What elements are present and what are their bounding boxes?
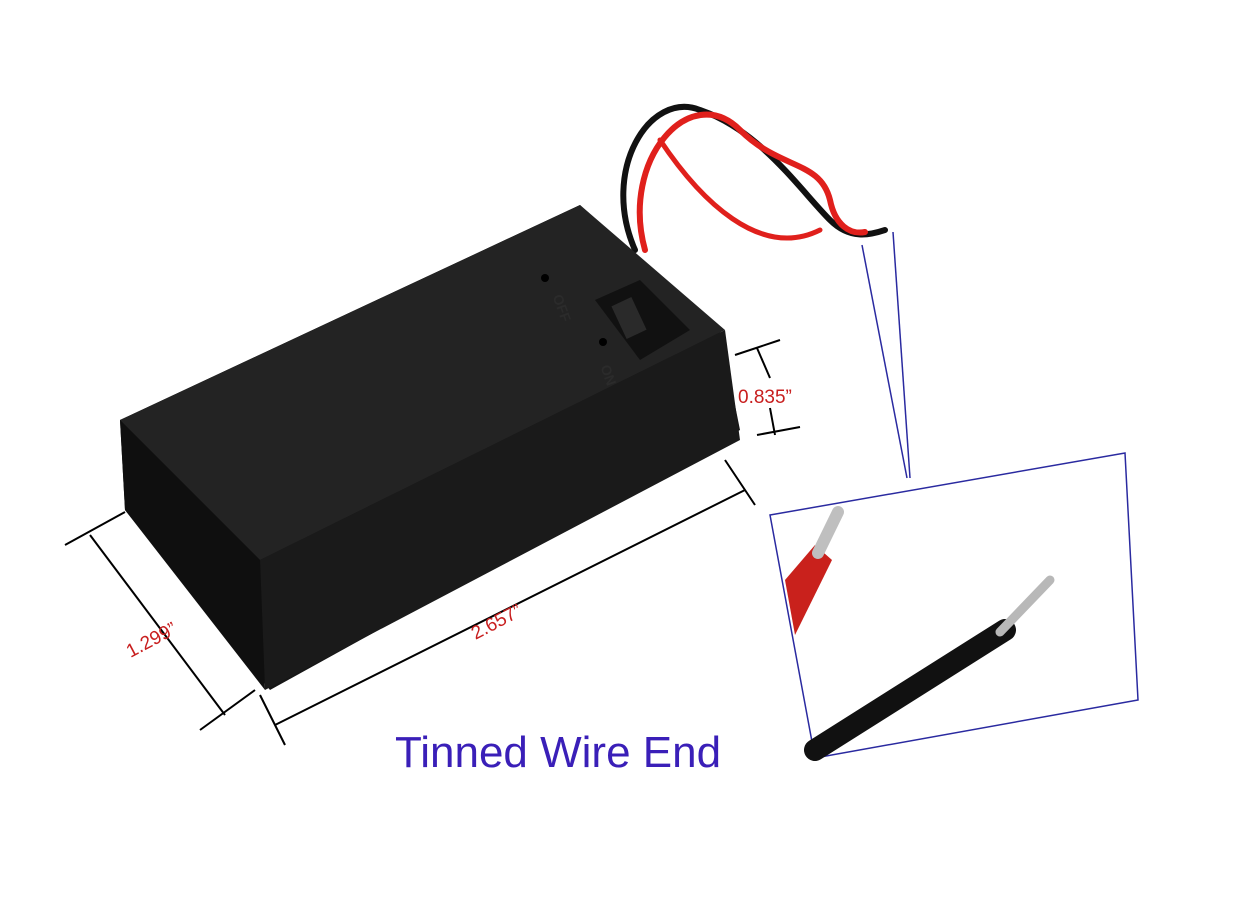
height-dimension-label: 0.835” (738, 387, 792, 408)
battery-case (120, 205, 740, 690)
caption: Tinned Wire End (395, 728, 722, 777)
led-hole (599, 338, 607, 346)
slide-switch (611, 297, 647, 339)
led-hole (541, 274, 549, 282)
wire-leads (620, 103, 888, 253)
dimension-lines (64, 339, 801, 746)
wire-end-callout (769, 231, 1139, 759)
wire-end-closeup (785, 506, 1055, 761)
switch-housing (595, 280, 690, 360)
